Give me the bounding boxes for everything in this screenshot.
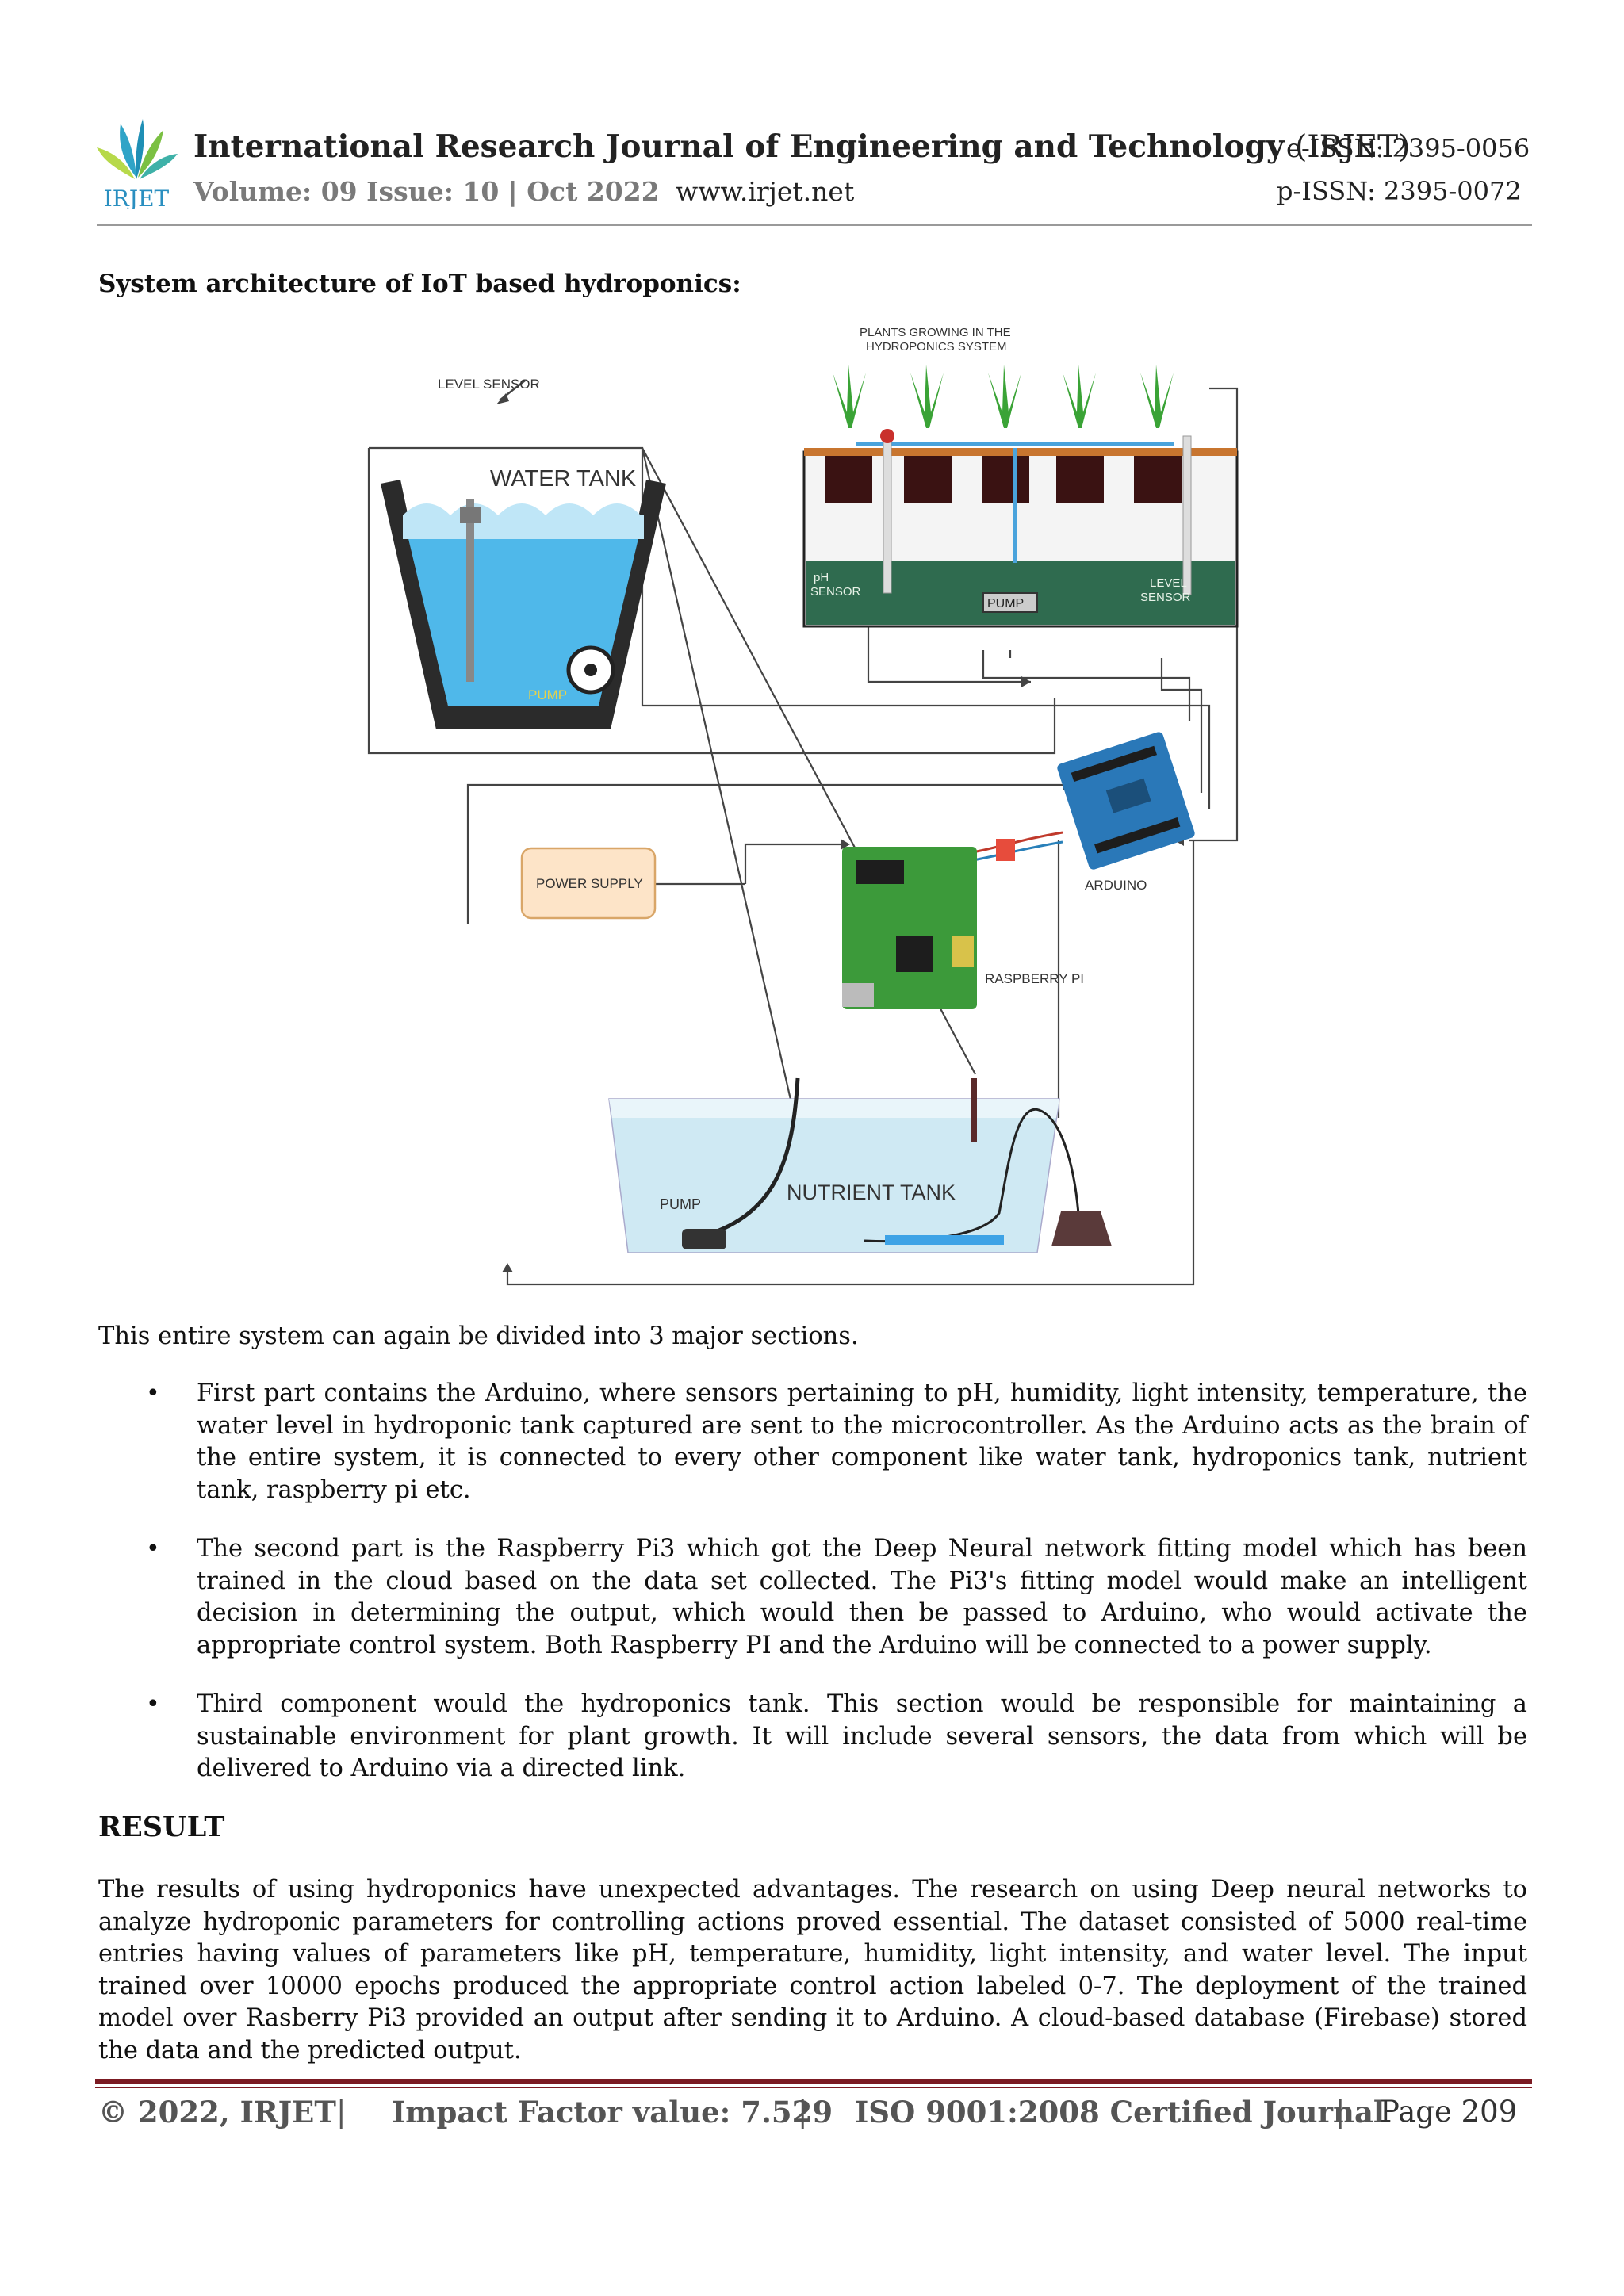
svg-text:WATER TANK: WATER TANK (490, 466, 637, 492)
bullet-item: The second part is the Raspberry Pi3 whi… (197, 1535, 1527, 1659)
page-number: Page 209 (1380, 2095, 1518, 2129)
svg-text:HYDROPONICS SYSTEM: HYDROPONICS SYSTEM (866, 340, 1007, 354)
footer-impact-factor: Impact Factor value: 7.529 (392, 2095, 833, 2130)
journal-title: International Research Journal of Engine… (193, 128, 1411, 165)
e-issn: e-ISSN: 2395-0056 (1286, 133, 1530, 163)
svg-text:pH: pH (814, 571, 829, 584)
bullet-marker: • (146, 1535, 160, 1563)
header-divider (97, 224, 1532, 226)
figure-heading: System architecture of IoT based hydropo… (98, 270, 741, 298)
svg-text:PUMP: PUMP (987, 597, 1024, 610)
system-architecture-diagram: LEVEL SENSOR WATER TANK PUMP PLANTS GROW… (349, 317, 1285, 1300)
footer-separator: | (798, 2095, 808, 2129)
footer-divider (95, 2079, 1532, 2084)
bullet-marker: • (146, 1690, 160, 1718)
p-issn: p-ISSN: 2395-0072 (1277, 176, 1522, 206)
irjet-logo: IRJET (94, 116, 179, 212)
journal-website: www.irjet.net (676, 176, 855, 207)
footer-iso: ISO 9001:2008 Certified Journal (855, 2095, 1385, 2130)
svg-text:RASPBERRY PI: RASPBERRY PI (985, 971, 1084, 986)
footer-copyright: © 2022, IRJET (98, 2095, 336, 2130)
svg-text:LEVEL SENSOR: LEVEL SENSOR (438, 377, 540, 392)
result-paragraph: The results of using hydroponics have un… (98, 1876, 1527, 2064)
footer-separator: | (1335, 2095, 1346, 2129)
footer-separator: | (336, 2095, 347, 2129)
svg-text:PLANTS GROWING IN THE: PLANTS GROWING IN THE (860, 326, 1011, 339)
intro-paragraph: This entire system can again be divided … (98, 1322, 859, 1350)
svg-text:LEVEL: LEVEL (1150, 576, 1187, 590)
footer-divider-thin (95, 2087, 1532, 2088)
bullet-marker: • (146, 1380, 160, 1407)
svg-text:PUMP: PUMP (528, 687, 567, 702)
svg-text:IRJET: IRJET (104, 186, 170, 209)
bullet-item: First part contains the Arduino, where s… (197, 1380, 1527, 1504)
svg-text:PUMP: PUMP (660, 1196, 701, 1212)
svg-text:SENSOR: SENSOR (810, 585, 861, 599)
svg-text:SENSOR: SENSOR (1140, 591, 1191, 604)
svg-text:NUTRIENT TANK: NUTRIENT TANK (787, 1181, 956, 1204)
volume-issue: Volume: 09 Issue: 10 | Oct 2022 (193, 176, 660, 207)
section-heading-result: RESULT (98, 1811, 225, 1843)
svg-text:ARDUINO: ARDUINO (1085, 878, 1147, 893)
svg-text:POWER SUPPLY: POWER SUPPLY (536, 876, 643, 891)
bullet-item: Third component would the hydroponics ta… (197, 1690, 1527, 1782)
